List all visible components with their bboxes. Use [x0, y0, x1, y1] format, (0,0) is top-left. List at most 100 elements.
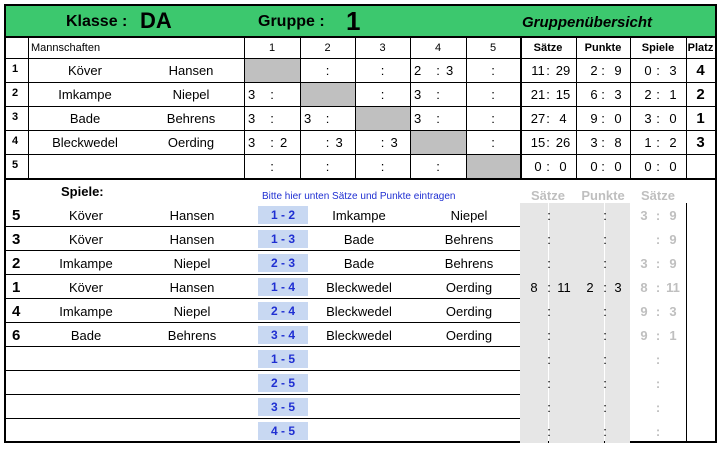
spiele-value-left: 1 — [644, 135, 652, 150]
game-team-b-player-2: Niepel — [450, 208, 488, 223]
team-player-2: Niepel — [172, 87, 210, 102]
score-colon: : — [656, 87, 660, 102]
game-team-b-player-2: Behrens — [444, 232, 494, 247]
score-colon: : — [270, 159, 274, 174]
result-right: 3 — [669, 304, 677, 319]
result-left: 9 — [640, 304, 648, 319]
match-score-left[interactable]: 3 — [414, 87, 422, 102]
game-team-b-player-1: Imkampe — [332, 208, 386, 223]
game-team-b-player-1: Bade — [343, 232, 375, 247]
spiele-value-right: 2 — [669, 135, 677, 150]
saetze-value-right: 29 — [555, 63, 571, 78]
score-colon: : — [325, 63, 330, 78]
punkte-value-right: 0 — [614, 159, 622, 174]
game-pairing: 2 - 4 — [258, 302, 308, 320]
result-right: 11 — [666, 280, 680, 295]
score-colon: : — [547, 424, 551, 439]
team-player-2: Oerding — [167, 135, 215, 150]
games-hint: Bitte hier unten Sätze und Punkte eintra… — [262, 191, 456, 202]
game-order: 5 — [12, 207, 21, 224]
score-colon: : — [547, 256, 551, 271]
diagonal-cell — [356, 107, 410, 130]
platz-header: Platz — [687, 42, 714, 54]
game-team-a-player-1: Bade — [70, 328, 102, 343]
saetze-input-left[interactable]: 8 — [530, 280, 538, 295]
score-colon: : — [656, 159, 660, 174]
grid-line — [520, 38, 522, 178]
match-score-left[interactable]: 3 — [304, 111, 312, 126]
gruppe-value[interactable]: 1 — [346, 6, 361, 36]
spreadsheet-frame: Klasse : DA Gruppe : 1 Gruppenübersicht … — [4, 4, 717, 443]
grid-line — [355, 38, 356, 178]
score-colon: : — [491, 63, 495, 78]
col-number-header: 4 — [434, 42, 442, 54]
game-order: 1 — [12, 279, 21, 296]
saetze-value-right: 4 — [559, 111, 567, 126]
match-score-right[interactable]: 3 — [390, 135, 398, 150]
game-team-a-player-1: Köver — [69, 232, 103, 247]
match-score-left[interactable]: 2 — [414, 63, 422, 78]
saetze-value-left: 11 — [531, 63, 545, 78]
score-colon: : — [491, 111, 495, 126]
match-score-right[interactable]: 3 — [335, 135, 343, 150]
saetze-value-left: 27 — [530, 111, 546, 126]
score-colon: : — [436, 63, 440, 78]
score-colon: : — [603, 280, 607, 295]
punkte-input-left[interactable]: 2 — [586, 280, 594, 295]
score-colon: : — [491, 87, 495, 102]
game-team-b-player-2: Behrens — [444, 256, 494, 271]
score-colon: : — [603, 376, 607, 391]
games-label: Spiele: — [61, 184, 104, 199]
score-colon: : — [436, 87, 440, 102]
row-number: 1 — [12, 63, 19, 75]
match-score-left[interactable]: 3 — [248, 111, 256, 126]
platz-value: 3 — [696, 134, 705, 151]
score-colon: : — [603, 424, 607, 439]
score-colon: : — [491, 135, 495, 150]
grid-line — [28, 38, 29, 178]
score-colon: : — [380, 63, 385, 78]
score-colon: : — [603, 400, 607, 415]
spiele-value-left: 2 — [644, 87, 652, 102]
grid-line — [6, 250, 520, 251]
teams-header: Mannschaften — [31, 42, 101, 54]
grid-line — [6, 178, 715, 180]
match-score-left[interactable]: 3 — [414, 111, 422, 126]
saetze-input-right[interactable]: 11 — [557, 280, 571, 295]
row-number: 2 — [12, 87, 19, 99]
result-left: 9 — [640, 328, 648, 343]
klasse-label: Klasse : — [66, 13, 128, 30]
score-colon: : — [325, 159, 330, 174]
score-colon: : — [547, 328, 551, 343]
score-colon: : — [603, 352, 607, 367]
match-score-left[interactable]: 3 — [248, 135, 256, 150]
game-team-a-player-2: Niepel — [173, 304, 211, 319]
game-order: 3 — [12, 231, 21, 248]
score-colon: : — [547, 304, 551, 319]
match-score-left[interactable]: 3 — [248, 87, 256, 102]
grid-line — [630, 38, 631, 178]
entry-column — [520, 203, 548, 443]
saetze-value-left: 0 — [534, 159, 542, 174]
saetze-value-right: 26 — [555, 135, 571, 150]
game-pairing: 1 - 2 — [258, 206, 308, 224]
klasse-value[interactable]: DA — [140, 8, 172, 33]
grid-line — [6, 346, 520, 347]
team-player-1: Imkampe — [58, 87, 112, 102]
game-team-a-player-2: Hansen — [169, 208, 215, 223]
game-order: 4 — [12, 303, 21, 320]
score-colon: : — [380, 159, 385, 174]
match-score-right[interactable]: 2 — [280, 135, 288, 150]
saetze-value-left: 15 — [530, 135, 546, 150]
grid-line — [466, 38, 467, 178]
score-colon: : — [270, 87, 274, 102]
score-colon: : — [655, 352, 661, 367]
score-colon: : — [270, 135, 274, 150]
grid-line — [6, 130, 715, 131]
score-colon: : — [547, 376, 551, 391]
punkte-value-left: 3 — [590, 135, 598, 150]
game-pairing: 1 - 5 — [258, 350, 308, 368]
game-order: 2 — [12, 255, 21, 272]
match-score-right[interactable]: 3 — [446, 63, 454, 78]
punkte-input-right[interactable]: 3 — [614, 280, 622, 295]
